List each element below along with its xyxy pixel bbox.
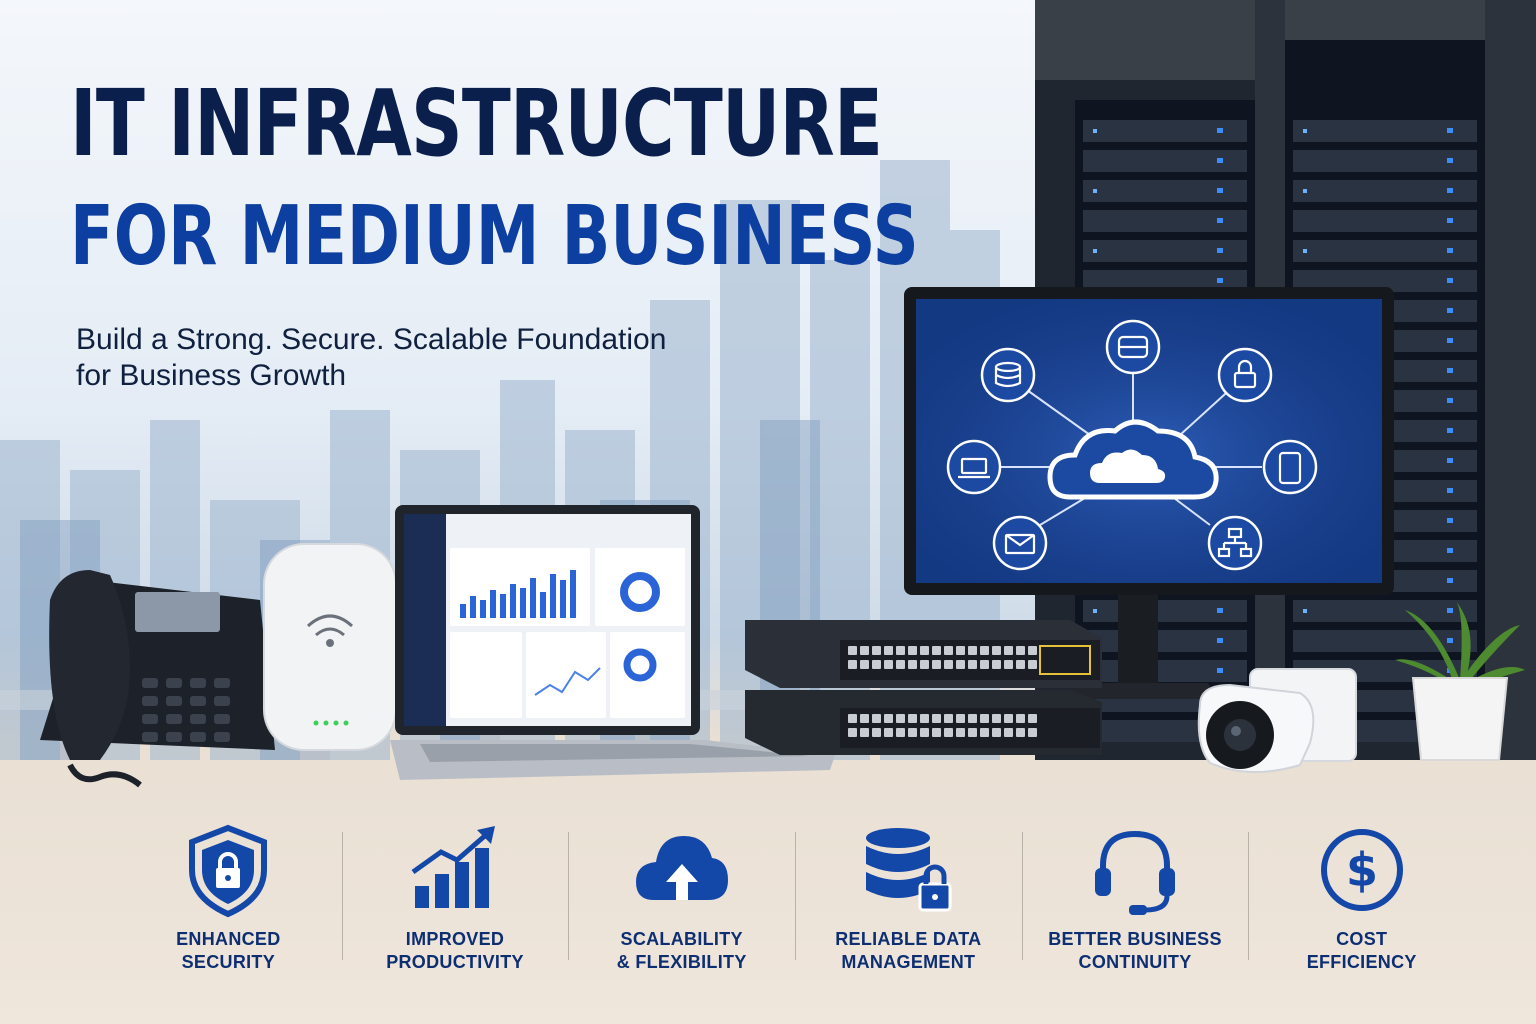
headline-line2: FOR MEDIUM BUSINESS — [70, 189, 919, 284]
benefit-scalability-flexibility: SCALABILITY& FLEXIBILITY — [568, 820, 795, 990]
monitor — [904, 287, 1394, 699]
mail-icon — [992, 515, 1048, 571]
subtitle-line1: Build a Strong. Secure. Scalable Foundat… — [76, 323, 667, 356]
security-camera — [1197, 668, 1357, 773]
cloud-icon — [1047, 419, 1219, 500]
subtitle-line2: for Business Growth — [76, 359, 347, 392]
laptop — [390, 505, 835, 780]
subtitle: Build a Strong. Secure. Scalable Foundat… — [76, 322, 716, 394]
cloud-upload-icon — [635, 836, 728, 900]
network-switch-stack — [745, 620, 1102, 755]
svg-text:$: $ — [1346, 843, 1378, 897]
benefit-label: SCALABILITY& FLEXIBILITY — [616, 929, 747, 972]
lock-icon — [1217, 347, 1273, 403]
headline-line1: IT INFRASTRUCTURE — [70, 70, 883, 177]
shield-lock-icon — [189, 824, 268, 918]
growth-chart-icon — [411, 826, 495, 908]
potted-plant — [1395, 600, 1525, 761]
mobile-icon — [1262, 439, 1318, 495]
headset-icon — [1095, 830, 1176, 915]
dollar-circle-icon: $ — [1320, 829, 1403, 911]
database-icon — [980, 347, 1036, 403]
database-lock-icon — [866, 828, 952, 912]
ip-desk-phone — [40, 570, 275, 788]
wifi-icon — [306, 614, 354, 647]
wifi-access-point — [263, 543, 397, 751]
laptop-icon — [946, 439, 1002, 495]
